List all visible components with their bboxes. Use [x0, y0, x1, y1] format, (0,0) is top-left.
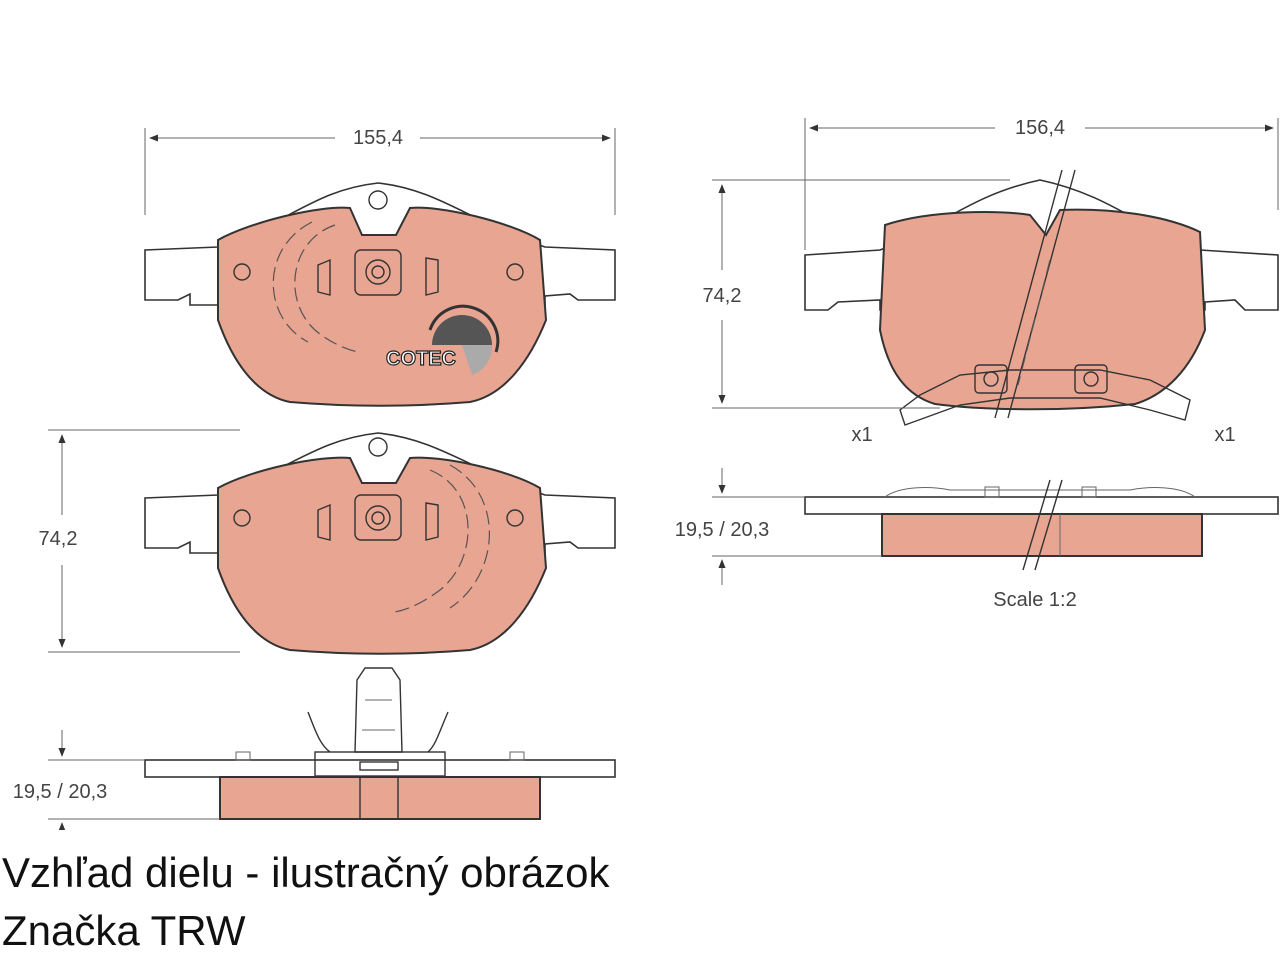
pad-a-width-label: 155,4 — [353, 127, 403, 149]
dimension-pad-b-height: 74,2 — [703, 179, 1010, 409]
quantity-right-label: x1 — [1214, 424, 1235, 446]
pad-b-front-view — [804, 169, 1279, 426]
dimension-pad-a-width: 155,4 — [144, 127, 616, 215]
pad-a-side-view — [144, 667, 616, 820]
scale-label: Scale 1:2 — [993, 589, 1076, 611]
dimension-pad-b-thickness: 19,5 / 20,3 — [675, 468, 882, 585]
cotec-logo: COTEC — [385, 304, 500, 375]
pad-a-height-label: 74,2 — [39, 528, 78, 550]
pad-b-side-friction — [881, 513, 1203, 557]
pad-a-side-friction — [219, 776, 541, 820]
quantity-left-label: x1 — [851, 424, 872, 446]
pad-b-side-view — [804, 479, 1279, 571]
cotec-logo-text: COTEC — [386, 348, 456, 370]
brake-pad-technical-drawing: COTEC 155,4 74,2 — [13, 117, 1279, 830]
pad-a-front-view: COTEC — [144, 182, 616, 407]
caption-illustrative-note: Vzhľad dielu - ilustračný obrázok — [2, 849, 610, 896]
pad-b-width-label: 156,4 — [1015, 117, 1065, 139]
pad-a-rear-friction-surface — [217, 456, 548, 655]
pad-b-height-label: 74,2 — [703, 285, 742, 307]
caption-brand: Značka TRW — [2, 907, 246, 954]
pad-b-friction-surface — [878, 208, 1207, 411]
dimension-pad-b-width: 156,4 — [804, 117, 1279, 250]
dimension-pad-a-thickness: 19,5 / 20,3 — [13, 730, 220, 830]
pad-a-thickness-label: 19,5 / 20,3 — [13, 781, 108, 803]
pad-b-thickness-label: 19,5 / 20,3 — [675, 519, 770, 541]
pad-a-friction-surface — [217, 206, 548, 407]
pad-a-rear-view — [144, 432, 616, 655]
dimension-pad-a-height: 74,2 — [39, 429, 240, 653]
